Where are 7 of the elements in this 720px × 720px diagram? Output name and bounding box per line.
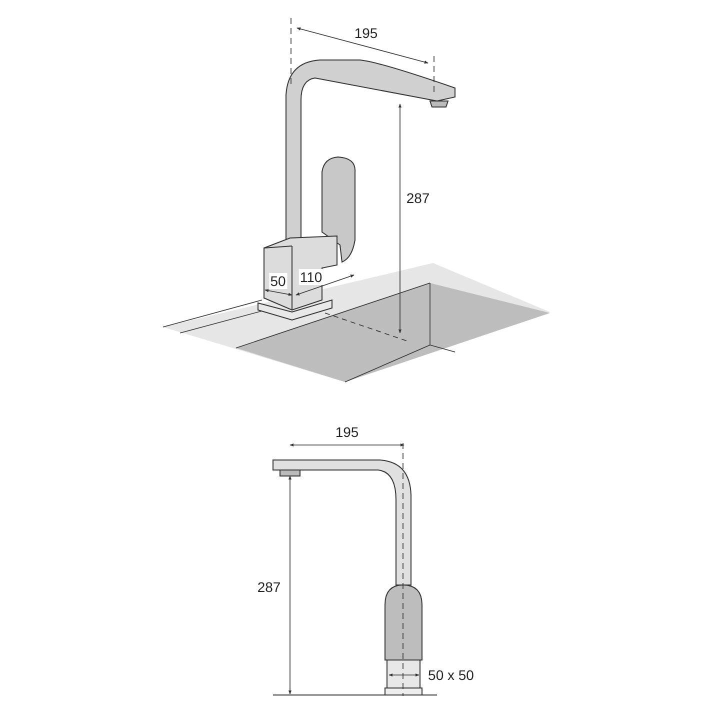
dimension-label: 50 [269,273,287,289]
dimension-label: 287 [405,190,431,206]
dimension-label: 50 x 50 [427,667,475,683]
dimension-label: 195 [353,25,379,41]
dimension-label: 195 [334,424,360,440]
dimension-label: 110 [298,269,324,285]
dimension-label: 287 [256,579,282,595]
